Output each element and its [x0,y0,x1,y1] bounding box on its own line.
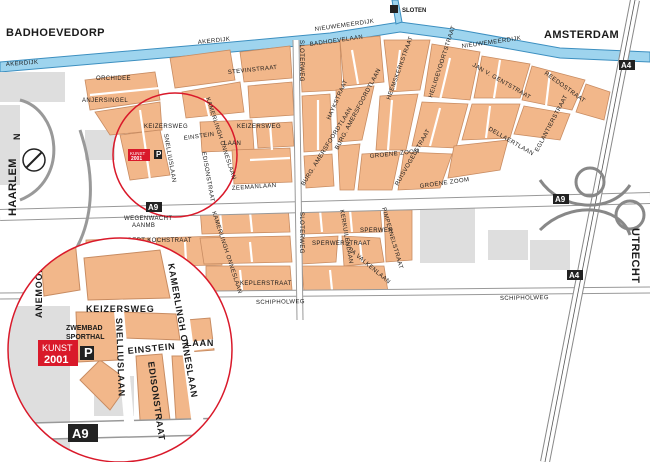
zoom-zwembad: ZWEMBAD [66,325,103,332]
street-keizersweg-small: KEIZERSWEG [144,124,188,130]
street-akerdijk-east: AKERDIJK [198,37,231,46]
highlight-circle-small [112,92,238,218]
canal-water [0,21,650,73]
street-keplerstraat: KEPLERSTRAAT [240,281,292,287]
street-einstein-small: EINSTEIN [183,132,214,142]
zoom-street-keizersweg: KEIZERSWEG [86,304,155,314]
street-sloterweg-south: SLOTERWEG [298,212,304,254]
city-badhoevedorp: BADHOEVEDORP [6,27,105,39]
city-utrecht: UTRECHT [629,228,641,283]
zoom-street-einstein: EINSTEIN [127,341,176,356]
street-laan-small: LAAN [224,141,241,147]
zoom-street-laan: LAAN [186,338,214,348]
svg-text:A9: A9 [148,203,159,212]
north-arrow-icon: N [12,134,46,172]
svg-text:N: N [12,134,22,141]
svg-text:KUNST: KUNST [130,151,146,156]
zoom-inset: KUNST 2001 P A9 ANEMOON KEIZERSWEG KAMER… [8,238,232,462]
svg-text:A9: A9 [555,195,566,204]
svg-text:A4: A4 [621,61,632,70]
svg-text:P: P [156,150,162,159]
a9-shield-east: A9 [553,194,569,204]
a4-shield-south: A4 [567,270,583,280]
city-haarlem: HAARLEM [7,158,19,216]
sloten-marker: SLOTEN [390,5,426,14]
street-keizersweg-east: KEIZERSWEG [237,124,281,130]
svg-text:SLOTEN: SLOTEN [402,8,426,14]
zoom-sporthal: SPORTHAL [66,334,105,341]
street-wegenwacht: WEGENWACHT [124,216,172,222]
street-zeemanlaan: ZEEMANLAAN [232,183,277,192]
street-robert-kochstraat: ROBERT KOCHSTRAAT [118,238,192,244]
city-amsterdam: AMSTERDAM [544,29,619,41]
kunst-year: 2001 [44,354,68,366]
street-schipholweg-east: SCHIPHOLWEG [500,295,549,302]
a4-shield-north: A4 [619,60,635,70]
zoom-circle-border [7,237,233,462]
minor-street-lines [89,49,552,291]
svg-text:A4: A4 [569,271,580,280]
street-anjersingel: ANJERSINGEL [82,98,128,104]
svg-text:P: P [84,345,93,360]
street-sperwerstraat: SPERWERSTRAAT [312,241,371,247]
housing-blocks-north [84,35,611,191]
street-akerdijk-west: AKERDIJK [6,60,39,68]
street-stevinstraat: STEVINSTRAAT [228,65,278,76]
kunst-marker-small: KUNST 2001 P [128,149,162,162]
street-schipholweg-west: SCHIPHOLWEG [256,299,305,306]
zoom-street-anemoon: ANEMOON [34,265,44,318]
zoom-street-snelliuslaan: SNELLIUSLAAN [114,318,127,397]
street-aanmb: AANMB [132,223,155,229]
a9-shield-large [68,424,98,442]
a9-shield-small: A9 [146,202,162,212]
street-sloterweg-north: SLOTERWEG [298,40,304,82]
svg-text:2001: 2001 [131,156,142,162]
parking-icon [80,346,94,360]
svg-text:A9: A9 [72,426,89,441]
kunst-marker-large [38,340,78,366]
street-sperwer: SPERWER [360,228,393,234]
street-groene-zoom-1: GROENE ZOOM [370,149,420,160]
street-orchidee: ORCHIDEE [96,76,131,82]
kunst-label: KUNST [42,343,73,353]
